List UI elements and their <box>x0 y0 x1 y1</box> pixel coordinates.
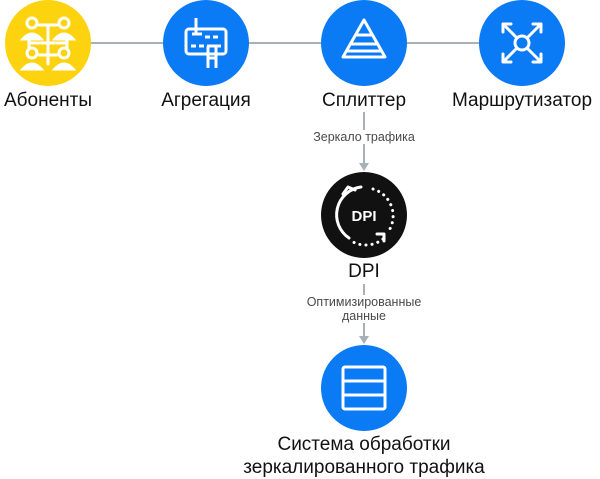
node-dpi[interactable]: DPI <box>321 172 407 258</box>
aggregation-switch-icon <box>184 18 228 68</box>
label-system: Система обработки зеркалированного трафи… <box>243 433 485 479</box>
pyramid-splitter-icon <box>341 18 387 59</box>
arrow-to-system <box>359 336 369 344</box>
edge-label-optimized: Оптимизированные данные <box>304 295 424 323</box>
label-aggregation: Агрегация <box>161 90 251 111</box>
dpi-cycle-icon: DPI <box>335 185 395 247</box>
label-splitter: Сплиттер <box>321 90 407 111</box>
node-router[interactable] <box>479 0 565 86</box>
label-router: Маршрутизатор <box>451 90 593 111</box>
users-grid-icon <box>19 16 77 71</box>
label-subscribers: Абоненты <box>3 90 93 111</box>
label-dpi: DPI <box>348 261 380 282</box>
node-splitter[interactable] <box>321 0 407 86</box>
node-subscribers[interactable] <box>5 0 91 86</box>
connector-splitter-router <box>406 42 480 44</box>
edge-label-optimized-line2: данные <box>342 309 386 323</box>
router-arrows-icon <box>501 22 543 64</box>
node-aggregation[interactable] <box>163 0 249 86</box>
edge-label-mirror: Зеркало трафика <box>311 130 417 144</box>
arrow-to-dpi <box>359 163 369 171</box>
connector-aggregation-splitter <box>248 42 322 44</box>
connector-subscribers-aggregation <box>90 42 164 44</box>
edge-label-optimized-line1: Оптимизированные <box>306 295 422 309</box>
storage-rows-icon <box>341 365 387 411</box>
dpi-icon-text: DPI <box>351 208 376 225</box>
label-system-line1: Система обработки <box>277 434 451 455</box>
label-system-line2: зеркалированного трафика <box>243 457 485 478</box>
node-system[interactable] <box>321 345 407 431</box>
